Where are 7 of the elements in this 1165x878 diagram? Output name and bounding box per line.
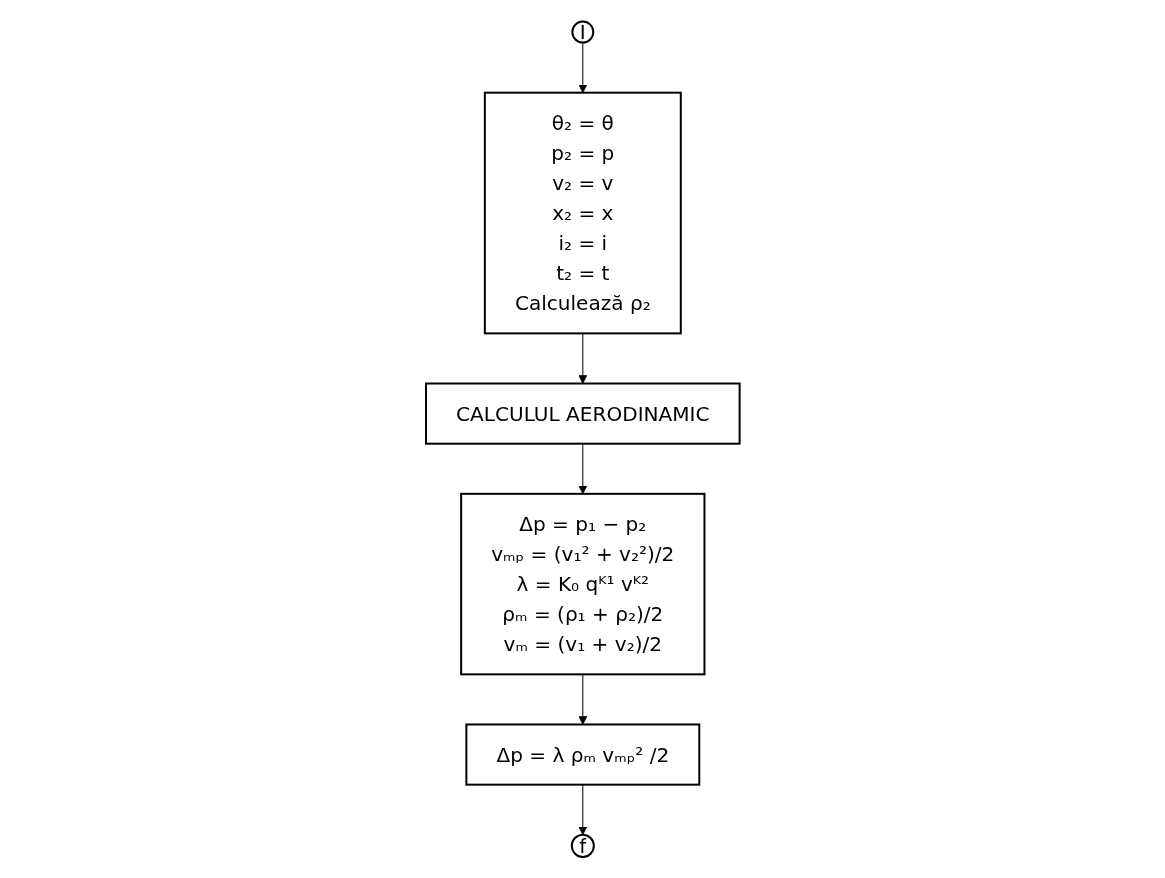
node-box: CALCULUL AERODINAMIC [424, 382, 741, 445]
node-circle: I [571, 20, 594, 44]
node-box: Δp = p₁ − p₂ vₘₚ = (v₁² + v₂²)/2 λ = K₀ qᴷ¹ vᴷ² ρₘ = (ρ₁ + ρ₂)/2 vₘ = (v₁ + v₂)/2 [459, 492, 706, 676]
arrow [578, 784, 587, 836]
node-circle: f [570, 833, 595, 858]
node-box: Δp = λ ρₘ vₘₚ² /2 [465, 723, 700, 786]
node-box: θ₂ = θ p₂ = p v₂ = v x₂ = x i₂ = i t₂ = t Calculează ρ₂ [483, 91, 682, 335]
